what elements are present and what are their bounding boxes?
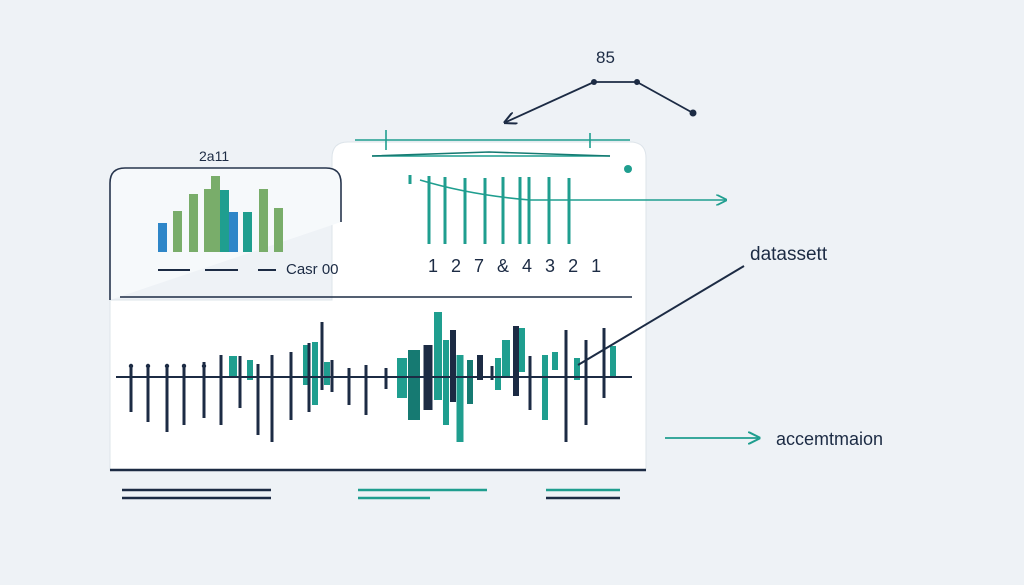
waveform-bar <box>247 360 253 380</box>
bar <box>158 223 167 252</box>
waveform-bar <box>502 340 510 378</box>
waveform-bar <box>552 352 558 370</box>
waveform-bar <box>477 355 483 380</box>
waveform-bar <box>229 356 237 378</box>
waveform-dot <box>164 363 170 369</box>
waveform-bar <box>384 368 388 389</box>
small-panel-caption: Casr 00 <box>286 261 339 278</box>
waveform-bar <box>542 355 548 420</box>
top-line-chart <box>506 81 694 122</box>
bar <box>189 194 198 252</box>
waveform-bar <box>408 350 420 420</box>
waveform-bar <box>270 355 274 442</box>
main-card <box>109 141 647 471</box>
waveform-bar <box>182 364 186 425</box>
bar <box>243 212 252 252</box>
waveform-bar <box>364 365 368 415</box>
waveform-bar <box>450 330 456 402</box>
teal-bar-trend-line <box>419 179 725 200</box>
waveform-bar <box>303 345 309 385</box>
small-panel-title: 2a11 <box>199 148 230 164</box>
bar <box>259 189 268 252</box>
waveform-bar <box>238 356 242 408</box>
waveform-bar <box>528 356 532 410</box>
waveform-bar <box>347 368 351 405</box>
waveform-bar <box>434 312 442 400</box>
waveform-chart <box>116 312 632 442</box>
waveform-bar <box>129 366 133 412</box>
waveform-dot <box>145 363 151 369</box>
card-corner-dot <box>624 165 632 173</box>
bar <box>173 211 182 252</box>
teal-bracket <box>355 130 630 157</box>
waveform-bar <box>165 366 169 432</box>
waveform-dot <box>181 363 187 369</box>
waveform-bar <box>324 362 330 385</box>
digit-row-label: 1 2 7 & 4 3 2 1 <box>428 256 606 276</box>
waveform-bar <box>602 328 606 398</box>
waveform-bar <box>490 366 494 380</box>
bar <box>274 208 283 252</box>
waveform-bar <box>519 328 525 372</box>
waveform-bar <box>564 330 568 442</box>
waveform-bar <box>456 355 464 442</box>
accumulation-callout-label: accemtmaion <box>776 429 884 449</box>
waveform-bar <box>320 322 324 390</box>
waveform-bar <box>312 342 318 405</box>
dataset-callout-label: datassett <box>750 244 828 265</box>
bar <box>211 176 220 252</box>
waveform-bar <box>513 326 519 396</box>
teal-bar-group <box>408 175 571 244</box>
dataset-callout-line <box>577 265 745 366</box>
waveform-bar <box>289 352 293 420</box>
top-value-label: 85 <box>596 48 615 67</box>
waveform-bar <box>202 362 206 418</box>
line-point <box>689 109 697 117</box>
waveform-bar <box>584 340 588 425</box>
waveform-bar <box>495 358 501 390</box>
waveform-bar <box>219 355 223 425</box>
waveform-bar <box>146 366 150 422</box>
small-bar-chart <box>158 176 283 271</box>
bar <box>220 190 229 252</box>
bottom-legend-rules <box>122 488 620 500</box>
line-point <box>591 79 597 85</box>
bar <box>204 189 213 252</box>
bar <box>229 212 238 252</box>
line-point <box>634 79 640 85</box>
waveform-dot <box>128 363 134 369</box>
waveform-bar <box>574 358 580 380</box>
waveform-bar <box>610 346 616 378</box>
waveform-bar <box>256 364 260 435</box>
waveform-bar <box>467 360 473 404</box>
waveform-dot <box>201 363 207 369</box>
waveform-bar <box>443 340 449 425</box>
